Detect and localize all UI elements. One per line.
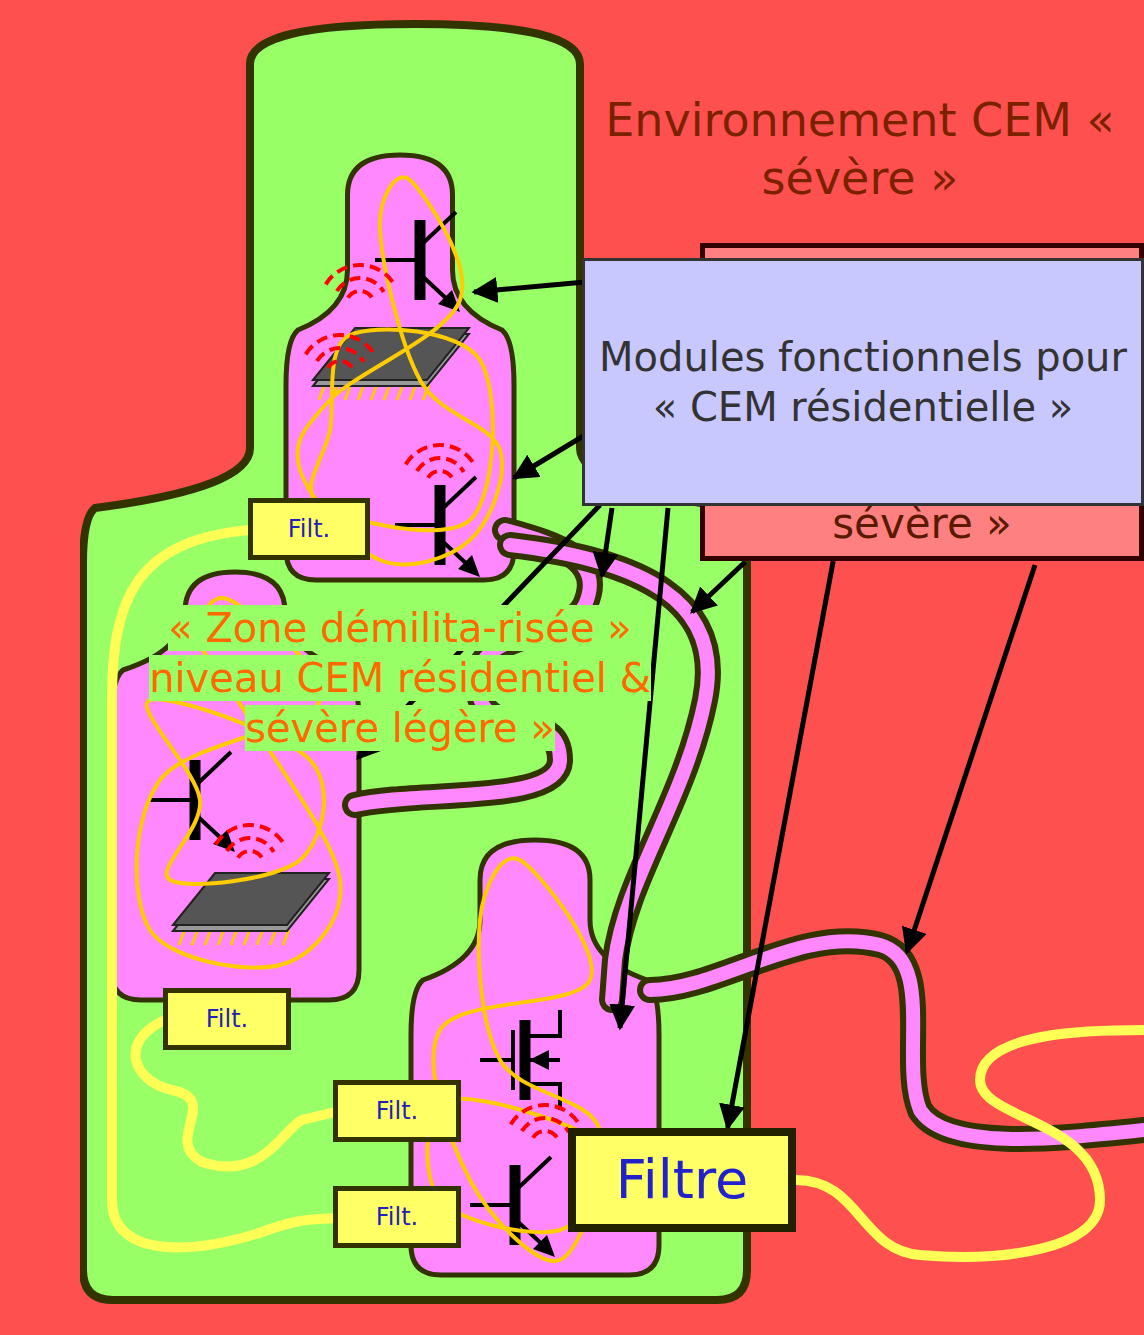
leader-arrow <box>907 565 1035 952</box>
filtered-wire <box>796 1030 1144 1257</box>
transistor-symbol <box>150 752 235 852</box>
radiation-arc <box>533 1131 557 1138</box>
filter-box: Filt. <box>333 1080 461 1142</box>
cable-sheath <box>510 545 708 1000</box>
filtered-wire <box>112 530 335 1247</box>
box-label: Filt. <box>198 1004 256 1034</box>
cable-sheath <box>355 530 590 805</box>
radiation-arc <box>522 1118 569 1132</box>
radiation-arc <box>511 1105 580 1126</box>
box-label: Filt. <box>280 514 338 544</box>
filter-box: Filtre <box>568 1128 796 1232</box>
coupling-loop <box>147 699 324 884</box>
radiation-arc <box>417 458 464 472</box>
radiation-arc <box>227 838 274 852</box>
demilitarized-zone: « Zone démilita-risée » niveau CEM résid… <box>80 18 760 1308</box>
zone-shape <box>83 24 747 1300</box>
coupling-loop <box>297 177 502 564</box>
leader-arrow <box>602 508 612 576</box>
radiation-arc <box>216 615 285 636</box>
radiation-arc <box>337 278 384 292</box>
coupling-loop <box>433 858 602 1261</box>
filtered-wire <box>136 1020 335 1167</box>
connectors <box>728 561 834 1128</box>
radiation-arc <box>238 851 262 858</box>
radiation-arc <box>406 445 475 466</box>
coupling-loop <box>137 598 341 968</box>
radiation-arc <box>348 291 372 298</box>
drawing <box>111 155 1144 1275</box>
radiation-arc <box>227 628 274 642</box>
functional-module <box>111 572 359 1000</box>
box-label: Filtre <box>608 1146 757 1214</box>
transistor-symbol <box>470 1157 555 1257</box>
chip-symbol <box>313 328 469 400</box>
mosfet-symbol <box>480 1010 560 1110</box>
box-label: Filt. <box>368 1096 426 1126</box>
leader-arrow <box>620 508 668 1028</box>
transistor-symbol <box>395 477 480 577</box>
filter-box: Filt. <box>163 988 291 1050</box>
leader-arrow <box>514 432 590 478</box>
radiation-arc <box>428 471 452 478</box>
filter-box: Filt. <box>333 1186 461 1248</box>
coupling-loop <box>311 329 493 530</box>
cable-sheath <box>650 941 1144 1139</box>
radiation-arc <box>216 825 285 846</box>
cable <box>510 545 708 1000</box>
region-label: « Zone démilita-risée » niveau CEM résid… <box>100 603 700 753</box>
filter-box: Filt. <box>248 498 370 560</box>
leader-arrow <box>358 505 600 758</box>
radiation-arc <box>306 335 375 356</box>
radiation-arc <box>326 265 395 286</box>
transistor-symbol <box>375 212 460 312</box>
box-label: Modules fonctionnels pour « CEM résident… <box>585 332 1141 432</box>
connector-arrow <box>728 561 834 1128</box>
module-callout-box: Modules fonctionnels pour « CEM résident… <box>582 258 1144 506</box>
leader-arrow <box>692 562 745 612</box>
coupling-loop <box>427 1099 614 1232</box>
chip-symbol <box>173 873 329 945</box>
leader-arrow <box>474 282 585 292</box>
functional-module <box>286 155 514 580</box>
radiation-arc <box>317 348 364 362</box>
functional-module <box>411 840 659 1275</box>
cable <box>650 941 1144 1139</box>
box-label: Filt. <box>368 1202 426 1232</box>
radiation-arc <box>238 641 262 648</box>
cable <box>355 530 590 805</box>
region-label: Environnement CEM « sévère » <box>600 92 1120 207</box>
radiation-arc <box>328 361 352 368</box>
